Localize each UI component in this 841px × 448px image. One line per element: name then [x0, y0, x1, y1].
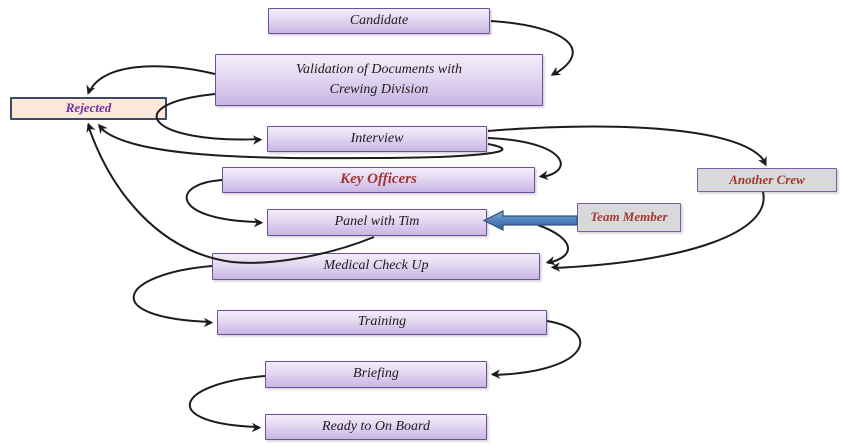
- arrow-validation-to-rejected: [86, 65, 216, 95]
- node-briefing-label: Briefing: [353, 366, 399, 382]
- arrow-team-member-to-medical: [537, 224, 569, 266]
- node-ready-to-on-board: Ready to On Board: [265, 414, 487, 440]
- node-team-member-label: Team Member: [590, 209, 668, 225]
- node-candidate: Candidate: [268, 8, 490, 34]
- block-arrow-team-member-to-panel: [482, 210, 578, 231]
- node-another-crew: Another Crew: [697, 168, 837, 192]
- node-panel-with-tim-label: Panel with Tim: [334, 214, 420, 230]
- node-briefing: Briefing: [265, 361, 487, 388]
- node-validation-of-documents: Validation of Documents with Crewing Div…: [215, 54, 543, 106]
- node-validation-label: Validation of Documents with Crewing Div…: [295, 61, 463, 97]
- node-ready-to-on-board-label: Ready to On Board: [322, 418, 430, 434]
- node-interview: Interview: [267, 126, 487, 152]
- node-training: Training: [217, 310, 547, 335]
- node-rejected: Rejected: [10, 97, 167, 120]
- node-rejected-label: Rejected: [65, 100, 112, 116]
- node-key-officers: Key Officers: [222, 167, 535, 193]
- node-key-officers-label: Key Officers: [340, 171, 417, 188]
- node-medical-check-up-label: Medical Check Up: [323, 258, 429, 274]
- node-candidate-label: Candidate: [349, 12, 409, 28]
- node-another-crew-label: Another Crew: [729, 171, 805, 187]
- arrow-interview-to-another-crew: [487, 125, 767, 167]
- node-interview-label: Interview: [350, 130, 404, 146]
- arrow-medical-to-training: [132, 265, 214, 328]
- arrow-briefing-to-ready: [189, 375, 266, 433]
- node-training-label: Training: [357, 314, 407, 330]
- node-medical-check-up: Medical Check Up: [212, 253, 540, 280]
- node-panel-with-tim: Panel with Tim: [267, 209, 487, 236]
- node-team-member: Team Member: [577, 203, 681, 232]
